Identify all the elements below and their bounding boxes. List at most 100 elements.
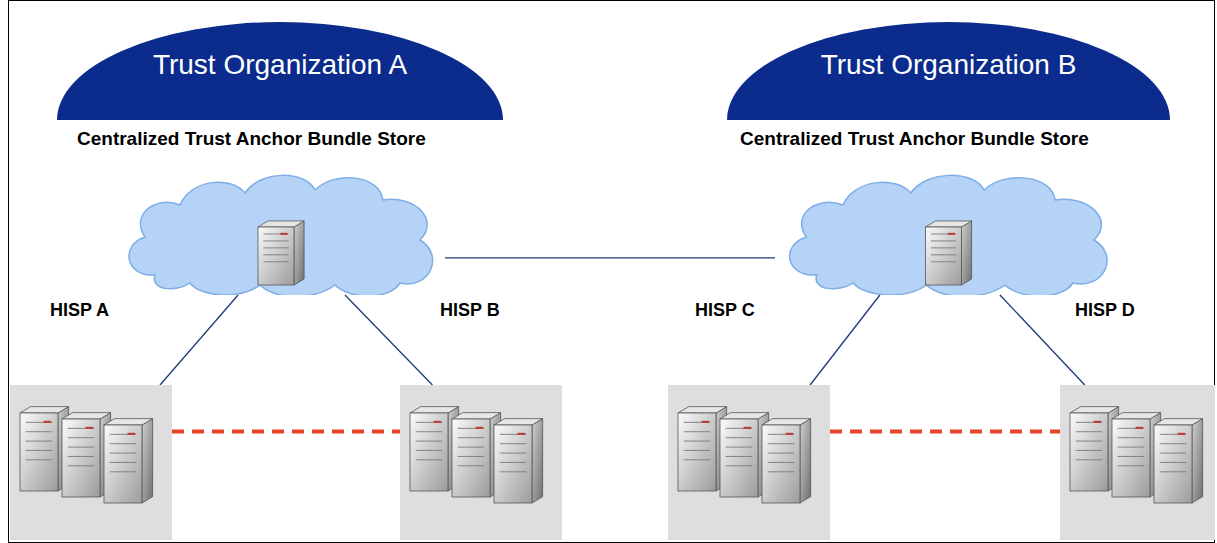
cloud-outline: [129, 175, 433, 296]
server-slot: [726, 447, 753, 448]
server-slot: [416, 431, 443, 432]
server-slot: [263, 261, 288, 262]
server-slot: [26, 441, 53, 442]
server-slot: [26, 450, 53, 451]
server-slot: [768, 443, 795, 444]
server-led: [518, 433, 526, 435]
server-slot: [500, 471, 527, 472]
server-top: [1154, 419, 1203, 425]
cloud-fill: [129, 175, 433, 296]
server-slot: [458, 447, 485, 448]
hisp-box: HISP A: [10, 385, 172, 540]
server-top: [926, 221, 972, 227]
server-top: [20, 407, 69, 413]
direct-exchange-link: [830, 430, 1060, 434]
server-front: [410, 413, 448, 491]
server-slot: [1160, 453, 1187, 454]
server-led: [744, 427, 752, 429]
server-slot: [110, 453, 137, 454]
server-icon: [926, 221, 972, 285]
server-slot: [110, 443, 137, 444]
server-led: [476, 427, 484, 429]
server-top: [62, 413, 111, 419]
server-slot: [1160, 462, 1187, 463]
server-slot: [726, 465, 753, 466]
server-front: [762, 425, 800, 503]
server-icon: [494, 419, 543, 503]
server-side: [532, 419, 543, 503]
server-slot: [931, 240, 956, 241]
organization-name: Trust Organization B: [821, 49, 1077, 81]
hisp-shape: [1060, 385, 1215, 540]
server-slot: [1076, 431, 1103, 432]
server-led: [786, 433, 794, 435]
server-icon: [762, 419, 811, 503]
hisp-box: HISP D: [1060, 385, 1215, 540]
trust-link: [445, 257, 775, 258]
server-slot: [768, 462, 795, 463]
server-top: [720, 413, 769, 419]
server-top: [762, 419, 811, 425]
server-front: [1112, 419, 1150, 497]
server-led: [1136, 427, 1144, 429]
hisp-shape: [400, 385, 562, 540]
server-slot: [1076, 441, 1103, 442]
trust-store-cloud: Centralized Trust Anchor Bundle Store: [115, 165, 445, 295]
server-slot: [1118, 437, 1145, 438]
server-front: [258, 227, 294, 285]
trust-link: [160, 295, 238, 385]
organization-dome: Trust Organization B: [727, 22, 1170, 120]
direct-exchange-link: [172, 430, 400, 434]
server-front: [1154, 425, 1192, 503]
trust-link: [1000, 295, 1085, 385]
dome-fill: [727, 22, 1170, 120]
hisp-shape: [10, 385, 172, 540]
trust-link: [345, 295, 432, 385]
server-slot: [726, 456, 753, 457]
server-slot: [500, 443, 527, 444]
server-front: [678, 413, 716, 491]
server-slot: [263, 254, 288, 255]
server-top: [452, 413, 501, 419]
server-slot: [684, 431, 711, 432]
cloud-shape: [115, 165, 445, 295]
server-slot: [1118, 465, 1145, 466]
trust-link: [810, 295, 880, 385]
server-side: [294, 221, 304, 285]
server-top: [258, 221, 304, 227]
server-top: [678, 407, 727, 413]
server-top: [1070, 407, 1119, 413]
server-slot: [500, 453, 527, 454]
server-slot: [26, 459, 53, 460]
organization-dome: Trust Organization A: [57, 22, 503, 120]
server-front: [452, 419, 490, 497]
server-slot: [263, 247, 288, 248]
server-slot: [458, 465, 485, 466]
server-slot: [1118, 456, 1145, 457]
server-slot: [684, 450, 711, 451]
server-icon: [258, 221, 304, 285]
server-top: [1112, 413, 1161, 419]
hisp-label: HISP A: [50, 300, 109, 321]
server-slot: [68, 437, 95, 438]
server-led: [128, 433, 136, 435]
server-icon: [1154, 419, 1203, 503]
server-slot: [458, 437, 485, 438]
server-led: [44, 421, 52, 423]
server-front: [104, 425, 142, 503]
cloud-shape: [775, 165, 1120, 295]
server-slot: [726, 437, 753, 438]
dome-fill: [57, 22, 503, 120]
server-front: [62, 419, 100, 497]
server-slot: [263, 240, 288, 241]
server-slot: [1076, 459, 1103, 460]
server-front: [20, 413, 58, 491]
server-slot: [931, 254, 956, 255]
server-slot: [68, 465, 95, 466]
server-slot: [684, 459, 711, 460]
hisp-label: HISP C: [695, 300, 755, 321]
server-slot: [1118, 447, 1145, 448]
server-slot: [416, 441, 443, 442]
server-led: [702, 421, 710, 423]
trust-store-cloud: Centralized Trust Anchor Bundle Store: [775, 165, 1120, 295]
